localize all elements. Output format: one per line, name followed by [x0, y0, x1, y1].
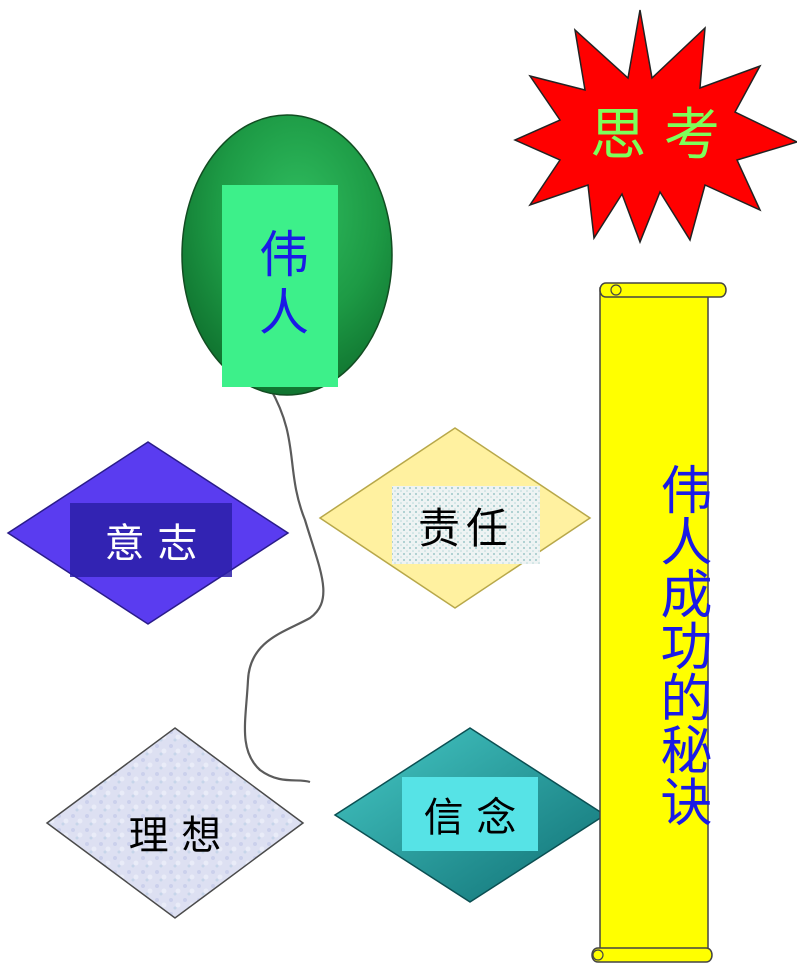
balloon-string [243, 387, 325, 784]
diamond-responsibility-label-box [392, 486, 540, 564]
balloon-label: 伟人 [222, 185, 338, 387]
diamond-responsibility-label: 责任 [392, 486, 540, 564]
starburst-text: 思 考 [590, 102, 720, 168]
scroll-label: 伟人成功的秘诀 [600, 410, 711, 880]
diamond-will-text: 意 志 [104, 521, 198, 567]
balloon-label-box [222, 185, 338, 387]
balloon-text: 伟人 [251, 228, 309, 344]
diamond-belief-text: 信 念 [423, 795, 517, 841]
diamond-ideal-text: 理 想 [128, 813, 222, 859]
diamond-will-label: 意 志 [70, 503, 232, 577]
diamond-responsibility-text: 责任 [417, 503, 514, 553]
starburst-label: 思 考 [555, 95, 755, 168]
diamond-belief-label-box [402, 777, 538, 851]
diamond-ideal[interactable] [45, 727, 305, 919]
scroll-shape [591, 282, 727, 963]
diamond-belief-label: 信 念 [402, 777, 538, 851]
diamond-ideal-label: 理 想 [105, 795, 245, 869]
scroll-text: 伟人成功的秘诀 [651, 463, 711, 827]
diamond-will-label-box [70, 503, 232, 577]
starburst-shape [513, 9, 797, 245]
